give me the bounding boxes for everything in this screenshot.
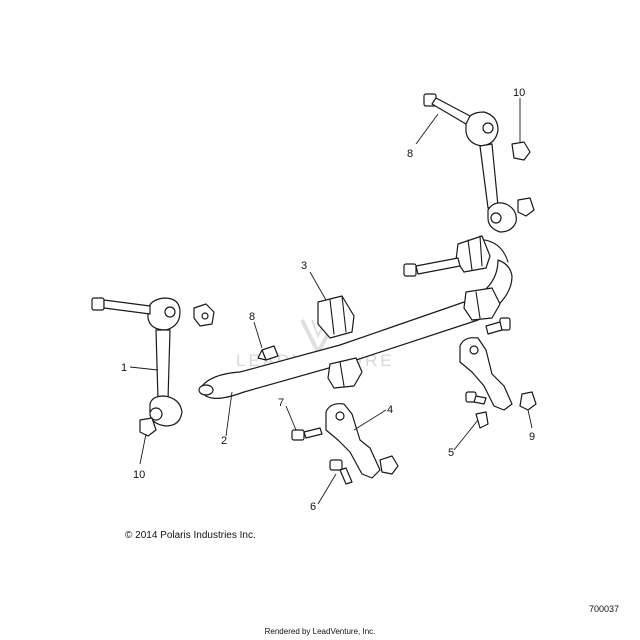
nut-left-bottom: [139, 417, 157, 437]
callout-2: 2: [221, 435, 227, 447]
bushing-right: [455, 235, 491, 273]
callout-10-left: 10: [133, 469, 145, 481]
stabilizer-bar: [198, 238, 513, 399]
callout-1: 1: [121, 362, 127, 374]
link-rod-left: [147, 297, 183, 427]
bolt-bracket-right-lower: [465, 391, 487, 405]
nut-right-mid: [517, 197, 535, 217]
nut-bracket-right: [519, 391, 537, 411]
bolt-bar-right: [403, 257, 461, 277]
bolt-right-top: [423, 93, 471, 125]
nut-right-top: [511, 141, 531, 161]
bolt-bracket-left-lower: [329, 459, 353, 485]
callout-10-right: 10: [513, 87, 525, 99]
bushing-right-lower: [463, 287, 501, 321]
callout-7: 7: [278, 397, 284, 409]
bushing-left-lower: [327, 357, 363, 389]
callout-6: 6: [310, 501, 316, 513]
callout-3: 3: [301, 260, 307, 272]
rendered-by-credit: Rendered by LeadVenture, Inc.: [264, 627, 376, 636]
bolt-left-top: [91, 297, 151, 315]
callout-5: 5: [448, 447, 454, 459]
figure-number: 700037: [589, 604, 620, 614]
bushing-left: [317, 295, 355, 339]
bracket-right: [459, 337, 513, 411]
washer-bracket-left: [379, 455, 399, 475]
callout-8-right: 8: [407, 148, 413, 160]
link-rod-right: [465, 111, 517, 233]
callout-8-left: 8: [249, 311, 255, 323]
callout-4: 4: [387, 404, 393, 416]
bolt-bracket-left: [291, 427, 323, 441]
bolt-bar-left: [257, 345, 279, 361]
bracket-left: [325, 403, 381, 479]
clip-bracket-right: [475, 411, 489, 429]
copyright-notice: © 2014 Polaris Industries Inc.: [125, 530, 256, 541]
nut-left-top: [193, 303, 215, 327]
leader-lines: [129, 98, 533, 505]
callout-9: 9: [529, 431, 535, 443]
bolt-bracket-right: [485, 317, 511, 335]
